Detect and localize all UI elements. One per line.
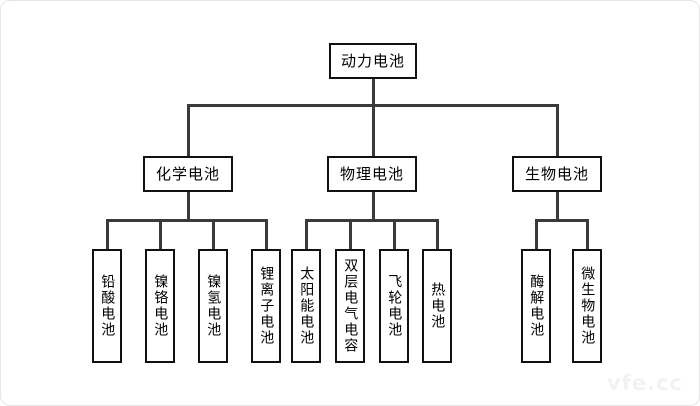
leaf-node-solar[interactable]: 太阳能电池 [291, 249, 321, 363]
connector-root-drop [371, 79, 375, 104]
leaf-node-solar-label: 太阳能电池 [298, 266, 315, 346]
connector-branch1-drop [187, 104, 190, 156]
leaf-node-thermal[interactable]: 热电池 [422, 249, 452, 363]
leaf-node-nickel-chromium[interactable]: 镍铬电池 [145, 249, 175, 363]
leaf-node-enzymatic-label: 酶解电池 [528, 274, 545, 338]
leaf-node-nickel-hydrogen-label: 镍氢电池 [205, 274, 222, 338]
root-node-label: 动力电池 [340, 51, 405, 70]
leaf-node-lead-acid-label: 铅酸电池 [99, 274, 116, 338]
branch-node-physical[interactable]: 物理电池 [327, 156, 417, 192]
leaf-node-flywheel[interactable]: 飞轮电池 [379, 249, 409, 363]
leaf-node-nickel-chromium-label: 镍铬电池 [152, 274, 169, 338]
leaf-node-lithium-ion-label: 锂离子电池 [258, 266, 275, 346]
leaf-node-thermal-label: 热电池 [429, 282, 446, 330]
leaf-node-nickel-hydrogen[interactable]: 镍氢电池 [198, 249, 228, 363]
connector-physical-child1 [305, 219, 308, 249]
leaf-node-microbial-label: 微生物电池 [579, 266, 596, 346]
leaf-node-double-layer-capacitor-label: 双层电气电容 [342, 258, 359, 354]
connector-chemical-child1 [106, 219, 109, 249]
leaf-node-lithium-ion[interactable]: 锂离子电池 [251, 249, 281, 363]
connector-biological-drop [556, 192, 559, 219]
leaf-node-lead-acid[interactable]: 铅酸电池 [92, 249, 122, 363]
branch-node-biological[interactable]: 生物电池 [512, 156, 602, 192]
root-node[interactable]: 动力电池 [329, 43, 417, 79]
leaf-node-double-layer-capacitor[interactable]: 双层电气电容 [335, 249, 365, 363]
connector-branch2-drop [371, 104, 375, 156]
connector-chemical-bus [107, 219, 267, 222]
branch-node-chemical-label: 化学电池 [155, 164, 220, 183]
connector-biological-bus [536, 219, 589, 222]
connector-physical-bus [306, 219, 438, 222]
connector-chemical-child2 [159, 219, 162, 249]
connector-chemical-child3 [212, 219, 215, 249]
connector-physical-child4 [436, 219, 439, 249]
leaf-node-enzymatic[interactable]: 酶解电池 [521, 249, 551, 363]
branch-node-biological-label: 生物电池 [524, 164, 589, 183]
leaf-node-flywheel-label: 飞轮电池 [386, 274, 403, 338]
connector-physical-child3 [393, 219, 396, 249]
connector-physical-child2 [349, 219, 352, 249]
watermark: vfe.cc [607, 371, 683, 395]
branch-node-chemical[interactable]: 化学电池 [143, 156, 233, 192]
connector-chemical-child4 [265, 219, 268, 249]
leaf-node-microbial[interactable]: 微生物电池 [572, 249, 602, 363]
connector-physical-drop [371, 192, 375, 219]
branch-node-physical-label: 物理电池 [339, 164, 404, 183]
connector-branch3-drop [556, 104, 559, 156]
connector-chemical-drop [187, 192, 190, 219]
connector-biological-child2 [586, 219, 589, 249]
connector-biological-child1 [535, 219, 538, 249]
